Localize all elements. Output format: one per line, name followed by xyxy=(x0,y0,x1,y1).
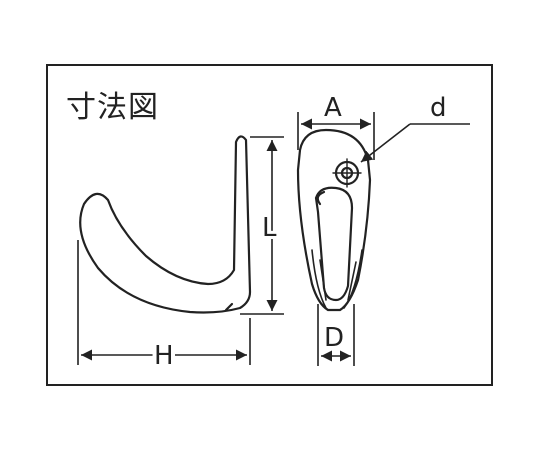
plate-outline xyxy=(296,128,372,312)
label-d: d xyxy=(430,93,447,123)
diagram-title: 寸法図 xyxy=(66,90,159,125)
dimension-lines xyxy=(77,112,470,366)
hook-foot-detail xyxy=(224,302,234,312)
label-D: D xyxy=(324,323,344,353)
hook-arm-front xyxy=(314,186,354,302)
hook-side-view xyxy=(79,135,252,314)
label-L: L xyxy=(262,213,277,243)
label-A: A xyxy=(324,93,342,123)
dim-d-leader xyxy=(360,123,411,163)
diagram-frame xyxy=(46,64,493,386)
hook-outline xyxy=(79,135,252,314)
label-H: H xyxy=(154,341,174,371)
hook-front-view xyxy=(296,128,372,312)
